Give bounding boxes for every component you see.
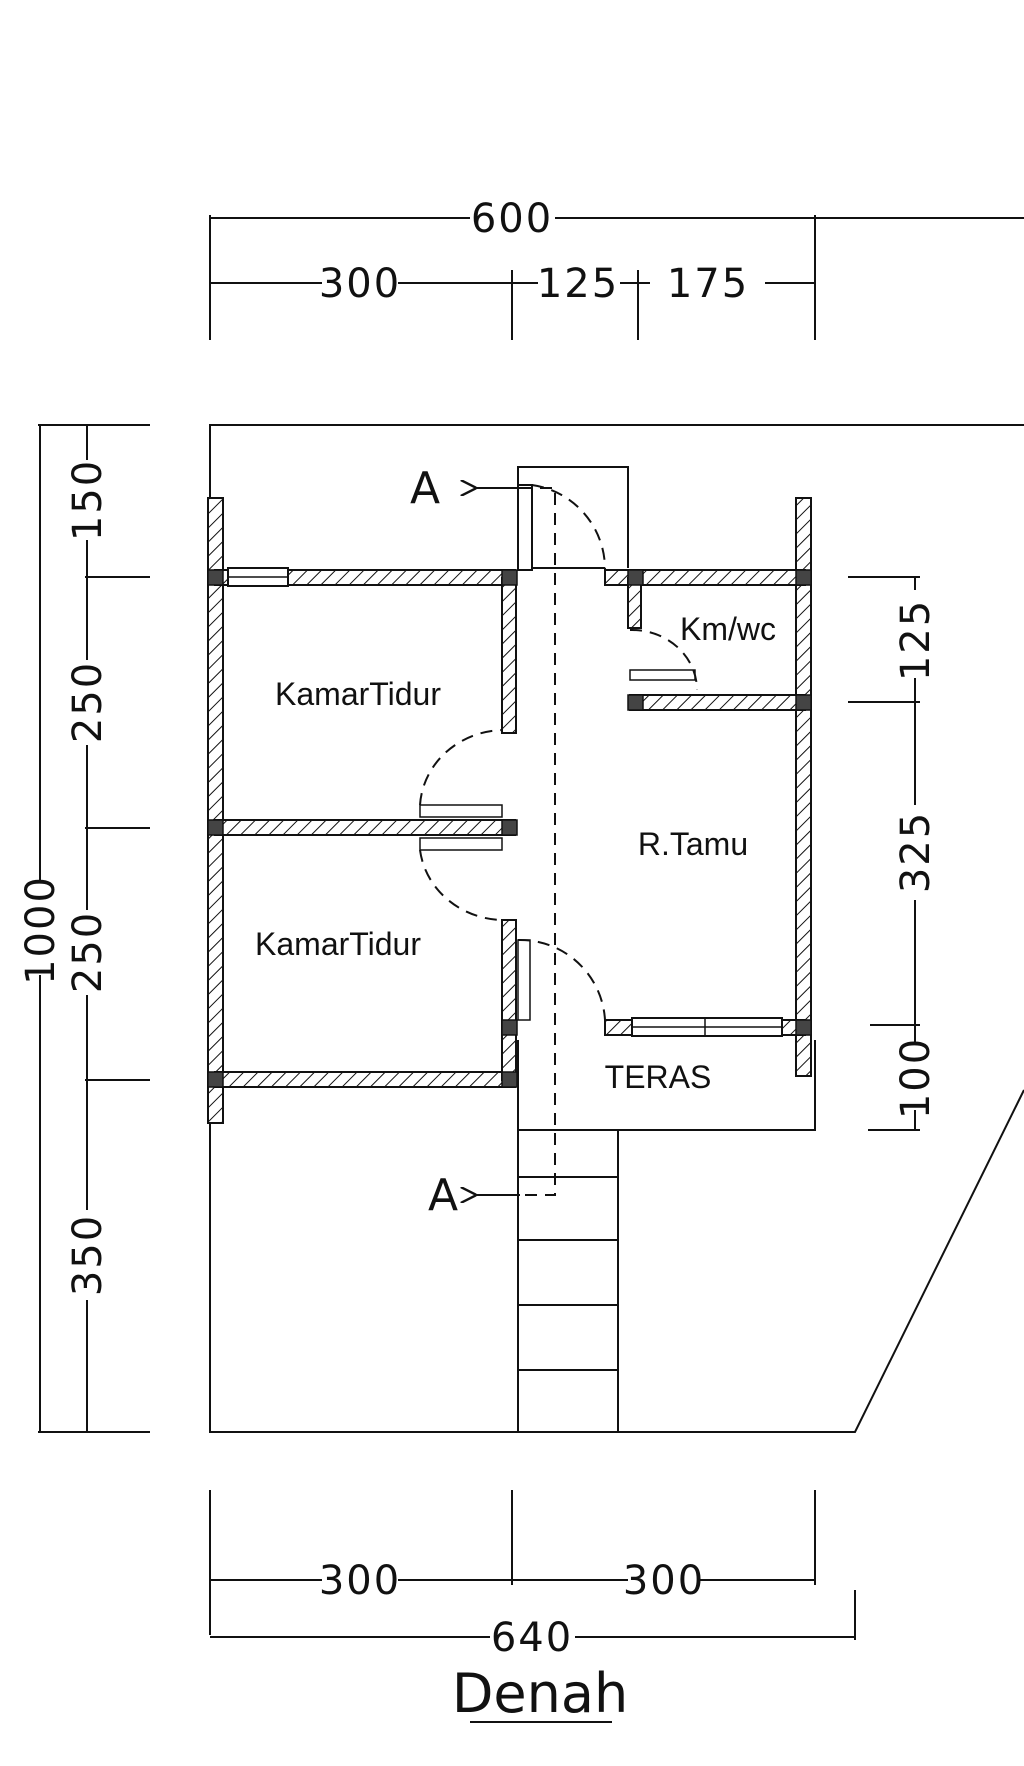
top-overall-dimension: 600	[471, 196, 553, 242]
bottom-dimension-1: 300	[319, 1558, 401, 1604]
doors	[419, 484, 698, 1021]
drawing-title: Denah	[452, 1662, 628, 1725]
rear-entry	[517, 466, 629, 568]
section-mark-bottom: A	[428, 1170, 458, 1221]
walls	[207, 497, 812, 1124]
section-line: A A	[410, 463, 556, 1221]
room-label-bathroom: Km/wc	[680, 611, 776, 647]
left-dimensions: 1000 150 250 250 350	[18, 424, 150, 1433]
top-dimension-1: 300	[319, 261, 401, 307]
right-dimension-3: 100	[893, 1037, 939, 1119]
left-dimension-1: 150	[65, 459, 111, 541]
bottom-dimension-2: 300	[623, 1558, 705, 1604]
right-dimension-2: 325	[893, 811, 939, 893]
room-label-terrace: TERAS	[605, 1059, 712, 1095]
terrace-outline	[517, 1040, 816, 1131]
room-label-bedroom-2: KamarTidur	[255, 926, 421, 962]
top-dimension-3: 175	[667, 261, 749, 307]
right-dimensions: 125 325 100	[848, 576, 939, 1131]
bottom-overall-dimension: 640	[491, 1615, 573, 1661]
left-overall-dimension: 1000	[18, 875, 64, 985]
bottom-dimensions: 300 300 640	[209, 1490, 856, 1661]
section-mark-top: A	[410, 463, 440, 514]
left-dimension-2: 250	[65, 661, 111, 743]
plan-title: Denah	[452, 1662, 628, 1725]
room-label-bedroom-1: KamarTidur	[275, 676, 441, 712]
top-dimension-2: 125	[537, 261, 619, 307]
left-dimension-4: 350	[65, 1214, 111, 1296]
room-label-living-room: R.Tamu	[638, 826, 748, 862]
top-dimensions: 600 300 125 175	[209, 196, 1024, 340]
entrance-steps	[517, 1130, 619, 1432]
columns	[207, 569, 812, 1088]
site-boundary	[209, 424, 1024, 1433]
room-labels: KamarTidur KamarTidur Km/wc R.Tamu TERAS	[255, 611, 776, 1095]
right-dimension-1: 125	[893, 599, 939, 681]
left-dimension-3: 250	[65, 911, 111, 993]
